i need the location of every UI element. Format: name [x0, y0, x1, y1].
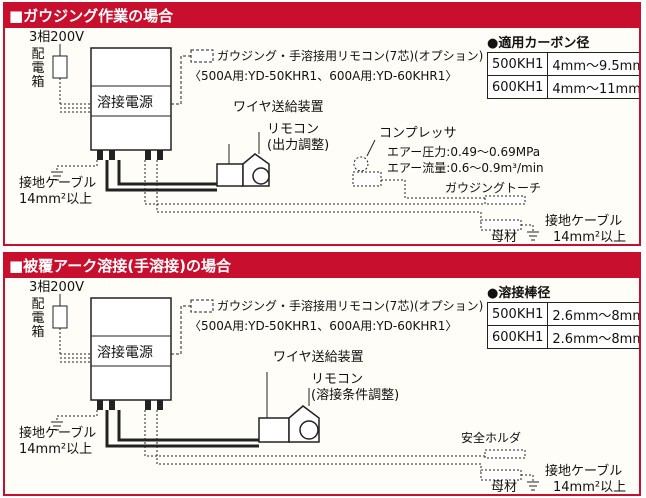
gouging-remote-models-label: 〈500A用:YD-50KHR1、600A用:YD-60KHR1〉 — [189, 69, 458, 83]
stick-power-source-label: 溶接電源 — [97, 345, 153, 361]
gouging-power-source-label: 溶接電源 — [97, 95, 153, 111]
gouging-table-title: ●適用カーボン径 — [487, 36, 590, 51]
stick-base-metal-label: 母材 — [491, 480, 518, 495]
gouging-air-pressure-label: エアー圧力:0.49〜0.69MPa — [387, 145, 541, 159]
stick-remote-sub-label: (溶接条件調整) — [311, 388, 400, 403]
gouging-torch-label: ガウジングトーチ — [445, 181, 542, 195]
gouging-power-label: 3相200V — [29, 30, 84, 45]
gouging-wire-feeder — [216, 132, 270, 187]
gouging-panel: ■ガウジング作業の場合 — [3, 2, 641, 246]
gouging-wire-feeder-label: ワイヤ送給装置 — [233, 100, 324, 115]
stick-ground-left-label: 接地ケーブル — [19, 426, 97, 441]
gouging-remote-option-label: ガウジング・手溶接用リモコン(7芯)(オプション) — [217, 49, 484, 63]
stick-ground-left-size: 14mm²以上 — [19, 442, 93, 457]
stick-distribution-box — [52, 294, 68, 354]
gouging-remote-label: リモコン — [267, 122, 320, 137]
gouging-remote-sub-label: (出力調整) — [267, 138, 330, 153]
gouging-distribution-box — [52, 44, 68, 104]
stick-ground-right-label: 接地ケーブル — [545, 464, 623, 479]
gouging-base-metal-label: 母材 — [491, 230, 518, 245]
gouging-ground-left-size: 14mm²以上 — [19, 192, 93, 207]
stick-remote-models-label: 〈500A用:YD-50KHR1、600A用:YD-60KHR1〉 — [189, 319, 458, 333]
stick-ground-right-size: 14mm²以上 — [553, 480, 627, 495]
stick-panel: ■被覆アーク溶接(手溶接)の場合 — [3, 252, 641, 496]
gouging-ground-right-size: 14mm²以上 — [553, 230, 627, 245]
gouging-dist-box-label: 配電箱 — [31, 47, 45, 90]
stick-wire-feeder — [258, 372, 320, 443]
stick-table-title: ●溶接棒径 — [487, 286, 551, 301]
stick-remote-option-label: ガウジング・手溶接用リモコン(7芯)(オプション) — [217, 299, 484, 313]
gouging-compressor — [352, 139, 485, 199]
stick-remote-label: リモコン — [311, 372, 364, 387]
gouging-ground-left-label: 接地ケーブル — [19, 176, 97, 191]
stick-header: ■被覆アーク溶接(手溶接)の場合 — [5, 254, 639, 278]
gouging-wiring-diagram — [51, 44, 539, 241]
gouging-power-source-cabinet — [90, 47, 172, 160]
stick-holder-label: 安全ホルダ — [461, 431, 522, 445]
gouging-air-flow-label: エアー流量:0.6〜0.9m³/min — [387, 161, 544, 175]
stick-wiring-diagram — [51, 294, 539, 491]
stick-wire-feeder-label: ワイヤ送給装置 — [273, 350, 364, 365]
stick-dist-box-label: 配電箱 — [31, 297, 45, 340]
gouging-header: ■ガウジング作業の場合 — [5, 4, 639, 28]
stick-power-source-cabinet — [90, 297, 172, 410]
gouging-ground-right-label: 接地ケーブル — [545, 214, 623, 229]
stick-power-label: 3相200V — [29, 280, 84, 295]
gouging-compressor-label: コンプレッサ — [379, 126, 457, 141]
